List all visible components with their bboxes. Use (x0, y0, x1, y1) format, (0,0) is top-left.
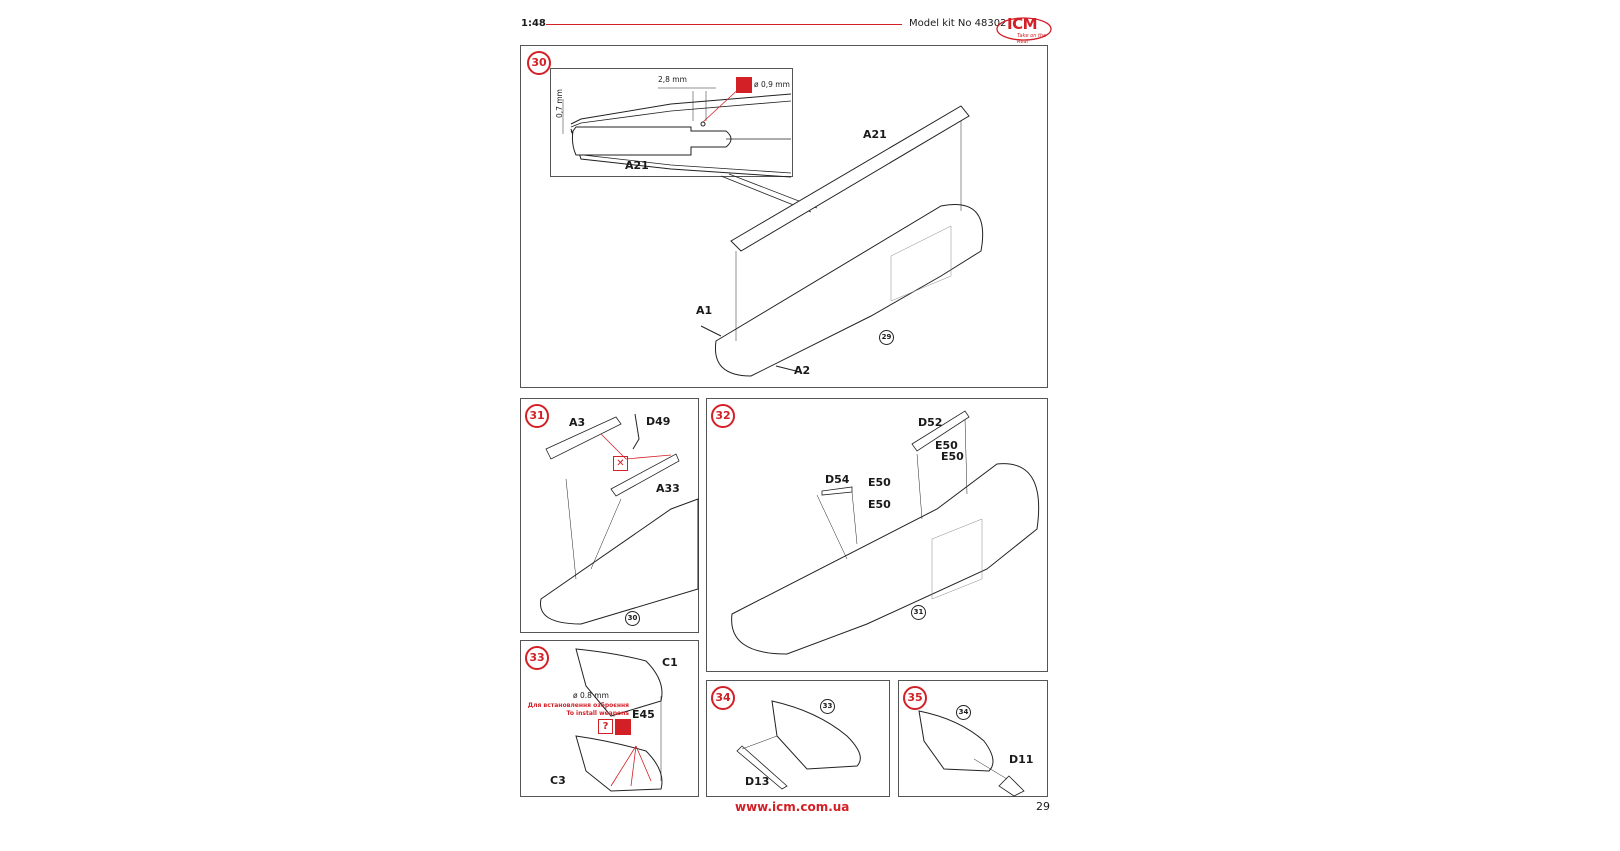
part-label-a21: A21 (863, 128, 887, 141)
part-label-a33: A33 (656, 482, 680, 495)
logo-text: ICM (1007, 15, 1038, 33)
prev-step-ref: 31 (911, 605, 926, 620)
step-number: 33 (525, 646, 549, 670)
logo-tagline: Take on the Real (1017, 33, 1047, 45)
part-label-c1: C1 (662, 656, 678, 669)
part-label-a2: A2 (794, 364, 811, 377)
part-label-d52: D52 (918, 416, 943, 429)
bomb-bay-drawing (918, 710, 1025, 797)
part-label-e50-c: E50 (868, 476, 891, 489)
prev-step-ref: 29 (879, 330, 894, 345)
drill-hole-icon (736, 77, 752, 93)
dimension-2-8mm: 2,8 mm (658, 75, 687, 84)
step-34-panel: 34 33 D13 (706, 680, 890, 797)
nose-section-drawing (562, 84, 792, 178)
prev-step-ref: 30 (625, 611, 640, 626)
step-33-panel: 33 C1 ø 0.8 mm Для встановлення озброєнн… (520, 640, 699, 797)
fuselage-top-drawing (731, 410, 1040, 655)
prev-step-ref: 33 (820, 699, 835, 714)
part-label-e50-a: E50 (935, 439, 958, 452)
dimension-hole-0-8mm: ø 0.8 mm (573, 691, 609, 700)
page-number: 29 (1036, 800, 1050, 813)
website-link[interactable]: www.icm.com.ua (735, 800, 850, 814)
bomb-bay-drawing (575, 648, 663, 792)
part-label-e50-d: E50 (868, 498, 891, 511)
detail-inset: 2,8 mm 0,7 mm ø 0,9 mm A21 (550, 68, 793, 178)
optional-question-icon: ? (598, 719, 613, 734)
step-35-panel: 35 34 D11 (898, 680, 1048, 797)
logo-swoosh-icon (996, 17, 1052, 41)
part-label-a21-inset: A21 (625, 159, 649, 172)
step-number: 31 (525, 404, 549, 428)
part-label-d13: D13 (745, 775, 770, 788)
part-label-e50-b: E50 (941, 450, 964, 463)
part-label-c3: C3 (550, 774, 566, 787)
step-number: 30 (527, 51, 551, 75)
step-30-panel: 30 2,8 mm 0,7 mm ø 0,9 mm A21 (520, 45, 1048, 388)
drill-hole-icon (615, 719, 631, 735)
note-english: To install weapons (566, 710, 629, 717)
step-32-panel: 32 D52 E50 E50 D54 E50 E50 31 (706, 398, 1048, 672)
fuselage-drawing (700, 105, 984, 377)
step-number: 32 (711, 404, 735, 428)
canopy-assembly-drawing (540, 413, 699, 625)
part-label-d11: D11 (1009, 753, 1034, 766)
prev-step-ref: 34 (956, 705, 971, 720)
step-31-panel: 31 A3 D49 ✕ A33 30 (520, 398, 699, 633)
icm-logo: ICM Take on the Real (995, 14, 1053, 45)
part-label-e45: E45 (632, 708, 655, 721)
cut-part-icon: ✕ (613, 456, 628, 471)
step-number: 35 (903, 686, 927, 710)
part-label-a1: A1 (696, 304, 713, 317)
note-ukrainian: Для встановлення озброєння (527, 702, 629, 709)
part-label-d54: D54 (825, 473, 850, 486)
scale-label: 1:48 (521, 18, 546, 29)
model-kit-number: Model kit No 48302 (909, 18, 1007, 29)
header-rule (546, 24, 902, 25)
part-label-a3: A3 (569, 416, 586, 429)
dimension-hole-0-9mm: ø 0,9 mm (754, 80, 790, 89)
step-number: 34 (711, 686, 735, 710)
part-label-d49: D49 (646, 415, 671, 428)
bomb-bay-drawing (736, 700, 861, 790)
